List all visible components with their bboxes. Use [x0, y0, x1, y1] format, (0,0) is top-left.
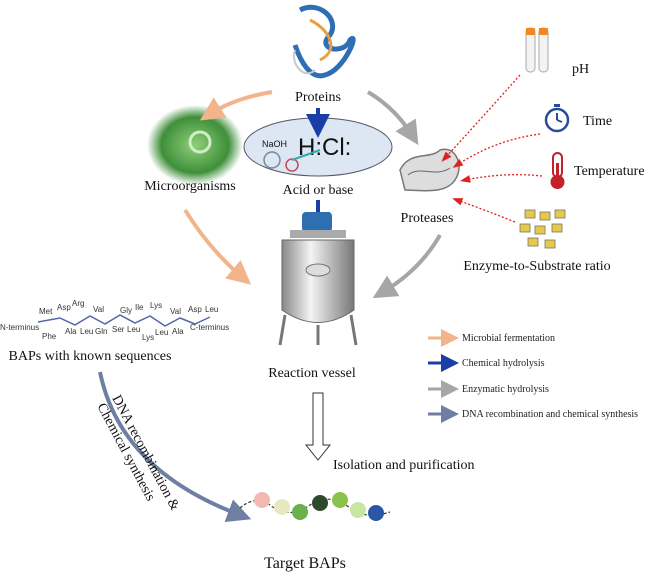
- legend-item-chemical: Chemical hydrolysis: [428, 354, 545, 372]
- enzyme-ratio-label: Enzyme-to-Substrate ratio: [463, 259, 610, 274]
- svg-text:Gly: Gly: [120, 306, 132, 315]
- enzymatic-arrow-proteases-to-vessel: [372, 234, 442, 299]
- time-factor-arrow: [452, 133, 541, 168]
- svg-text:Arg: Arg: [72, 299, 84, 308]
- acid-base-label: Acid or base: [283, 183, 354, 198]
- svg-text:Val: Val: [93, 305, 104, 314]
- acid-base-icon: NaOH H:Cl:: [243, 117, 393, 177]
- temperature-factor-arrow: [459, 174, 543, 183]
- target-baps-beads-icon: [239, 492, 391, 521]
- proteases-label: Proteases: [401, 211, 454, 226]
- svg-text:Ala: Ala: [65, 327, 77, 336]
- reaction-vessel-icon: [278, 212, 358, 346]
- temperature-label: Temperature: [574, 164, 645, 179]
- enzyme-factor-arrow: [452, 198, 516, 223]
- baps-known-label: BAPs with known sequences: [9, 349, 172, 364]
- svg-text:Phe: Phe: [42, 332, 57, 341]
- microorganisms-icon: [147, 105, 243, 185]
- proteins-label: Proteins: [295, 90, 341, 105]
- svg-text:Enzymatic hydrolysis: Enzymatic hydrolysis: [462, 384, 549, 395]
- enzyme-substrate-icon: [519, 209, 566, 249]
- ph-factor-arrow: [441, 74, 521, 162]
- svg-text:Lys: Lys: [150, 301, 162, 310]
- target-baps-label: Target BAPs: [264, 555, 346, 572]
- svg-text:Ile: Ile: [135, 303, 144, 312]
- svg-text:Leu: Leu: [155, 328, 168, 337]
- legend: Microbial fermentation Chemical hydrolys…: [428, 329, 638, 423]
- svg-text:DNA recombination and chemical: DNA recombination and chemical synthesis: [462, 409, 638, 420]
- microbial-arrow-micro-to-vessel: [183, 208, 252, 285]
- legend-item-microbial: Microbial fermentation: [428, 329, 555, 347]
- legend-item-enzymatic: Enzymatic hydrolysis: [428, 380, 549, 398]
- enzymatic-arrow-proteins-to-proteases: [366, 90, 419, 146]
- svg-text:Ala: Ala: [172, 327, 184, 336]
- legend-item-dna: DNA recombination and chemical synthesis: [428, 405, 638, 423]
- svg-text:Chemical hydrolysis: Chemical hydrolysis: [462, 358, 545, 369]
- ph-label: pH: [572, 62, 589, 77]
- dna-synthesis-arrow: [98, 371, 252, 523]
- peptide-structure: Met Asp Arg Val Gly Ile Lys Val Asp Leu …: [0, 299, 229, 342]
- reaction-vessel-label: Reaction vessel: [268, 366, 356, 381]
- microorganism-cell: [188, 130, 212, 154]
- svg-text:Met: Met: [39, 307, 53, 316]
- isolation-arrow: [304, 392, 332, 461]
- ph-test-tubes-icon: [525, 27, 549, 73]
- microorganisms-label: Microorganisms: [144, 179, 236, 194]
- protein-structure-icon: [292, 4, 356, 79]
- stopwatch-icon: [544, 104, 570, 133]
- svg-text:Asp: Asp: [57, 303, 71, 312]
- svg-text:Lys: Lys: [142, 333, 154, 342]
- svg-text:Microbial fermentation: Microbial fermentation: [462, 333, 555, 344]
- svg-text:NaOH: NaOH: [262, 139, 287, 149]
- time-label: Time: [583, 114, 612, 129]
- svg-text:H:Cl:: H:Cl:: [298, 134, 351, 161]
- thermometer-icon: [550, 152, 565, 189]
- microbial-arrow-proteins-to-micro: [199, 90, 273, 121]
- dna-synthesis-label: DNA recombination & Chemical synthesis: [93, 393, 182, 513]
- n-terminus: N-terminus: [0, 323, 39, 332]
- svg-text:Gln: Gln: [95, 327, 107, 336]
- svg-text:Val: Val: [170, 307, 181, 316]
- svg-text:Ser: Ser: [112, 325, 125, 334]
- svg-text:Leu: Leu: [205, 305, 218, 314]
- svg-text:Leu: Leu: [80, 327, 93, 336]
- svg-text:Leu: Leu: [127, 325, 140, 334]
- factor-arrows: [441, 74, 543, 223]
- proteases-icon: [399, 148, 460, 192]
- svg-text:Asp: Asp: [188, 305, 202, 314]
- isolation-label: Isolation and purification: [333, 458, 475, 473]
- c-terminus: C-terminus: [190, 323, 229, 332]
